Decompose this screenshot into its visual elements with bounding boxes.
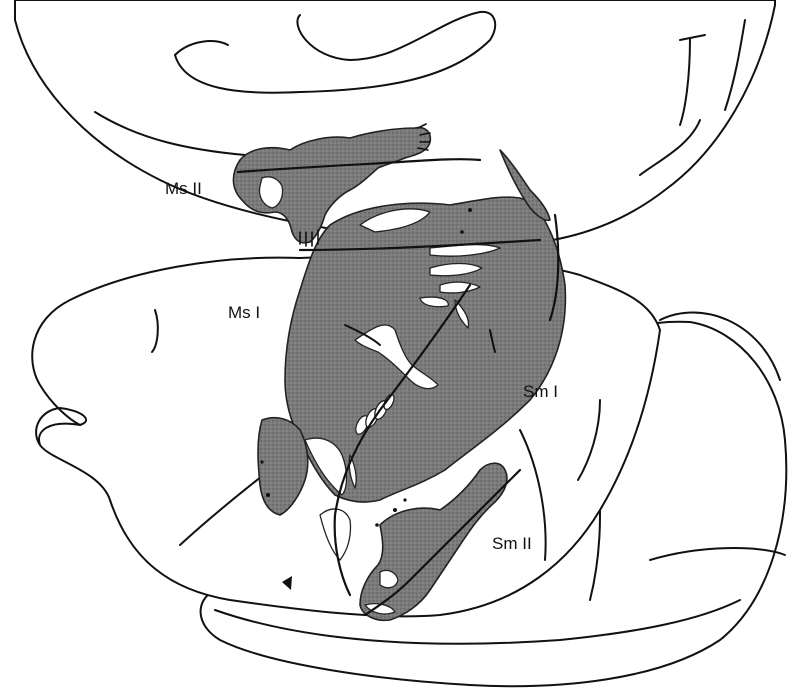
label-sm2: Sm II — [492, 534, 532, 553]
label-ms2: Ms II — [165, 179, 202, 198]
label-sm1: Sm I — [523, 382, 558, 401]
label-ms1: Ms I — [228, 303, 260, 322]
